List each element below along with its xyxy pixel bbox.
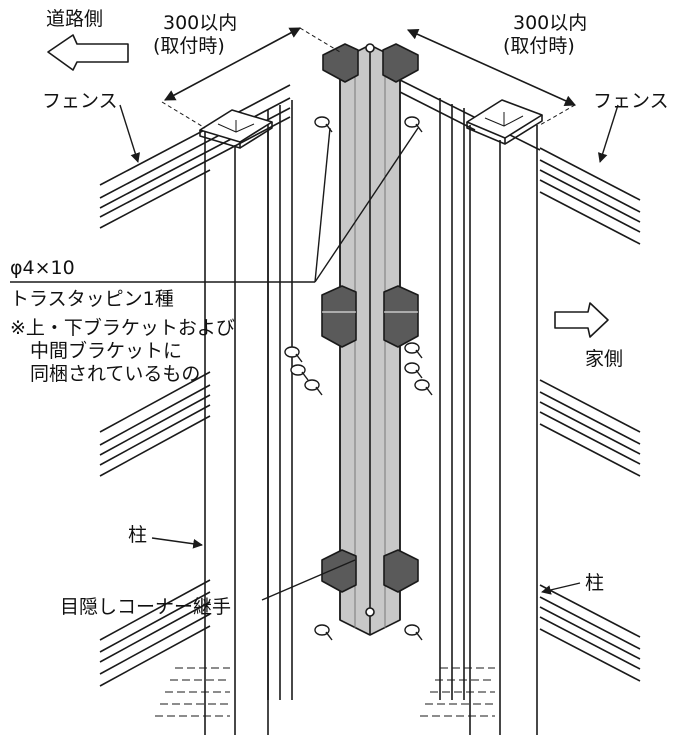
screw-icon bbox=[414, 379, 433, 396]
house-side-arrow-icon bbox=[554, 302, 609, 338]
dimension-left-value: 300以内 bbox=[163, 12, 238, 34]
bracket-bottom-right bbox=[383, 549, 419, 593]
note-line-1: ※上・下ブラケットおよび bbox=[10, 317, 235, 339]
left-post bbox=[199, 109, 273, 735]
screw-icon bbox=[304, 379, 323, 396]
screw-icon bbox=[404, 342, 423, 359]
corner-joint-label: 目隠しコーナー継手 bbox=[60, 596, 232, 618]
screw-icon bbox=[404, 624, 423, 641]
screw-size-label: φ4×10 bbox=[10, 257, 75, 279]
leader-lines bbox=[10, 104, 619, 601]
right-post bbox=[466, 99, 543, 735]
fence-label-right: フェンス bbox=[593, 90, 669, 112]
dimension-left bbox=[161, 27, 341, 129]
dimension-right-value: 300以内 bbox=[513, 12, 588, 34]
dimension-right bbox=[406, 29, 577, 126]
post-label-right: 柱 bbox=[585, 572, 605, 594]
bracket-mid-right bbox=[383, 285, 419, 348]
screw-icons bbox=[284, 116, 433, 641]
screw-icon bbox=[290, 364, 309, 381]
screw-icon bbox=[404, 116, 423, 133]
dimension-left-note: (取付時) bbox=[153, 35, 225, 57]
screw-icon bbox=[284, 346, 303, 363]
road-side-arrow-icon bbox=[47, 34, 129, 71]
note-line-3: 同梱されているもの bbox=[30, 363, 201, 385]
left-fence-panel bbox=[99, 84, 293, 700]
right-fence-panel bbox=[399, 79, 641, 700]
road-side-label: 道路側 bbox=[46, 8, 104, 30]
bracket-mid-left bbox=[321, 285, 357, 348]
screw-icon bbox=[314, 116, 333, 133]
house-side-label: 家側 bbox=[585, 348, 624, 370]
bracket-top-left bbox=[322, 43, 359, 83]
dimension-right-note: (取付時) bbox=[503, 35, 575, 57]
note-line-2: 中間ブラケットに bbox=[30, 340, 183, 362]
screw-icon bbox=[404, 362, 423, 379]
fence-label-left: フェンス bbox=[42, 90, 118, 112]
bracket-bottom-left bbox=[321, 549, 357, 593]
post-label-left: 柱 bbox=[128, 524, 148, 546]
ground-hatching bbox=[155, 667, 495, 717]
screw-type-label: トラスタッピン1種 bbox=[10, 288, 174, 310]
bracket-top-right bbox=[382, 43, 419, 83]
screw-icon bbox=[314, 624, 333, 641]
